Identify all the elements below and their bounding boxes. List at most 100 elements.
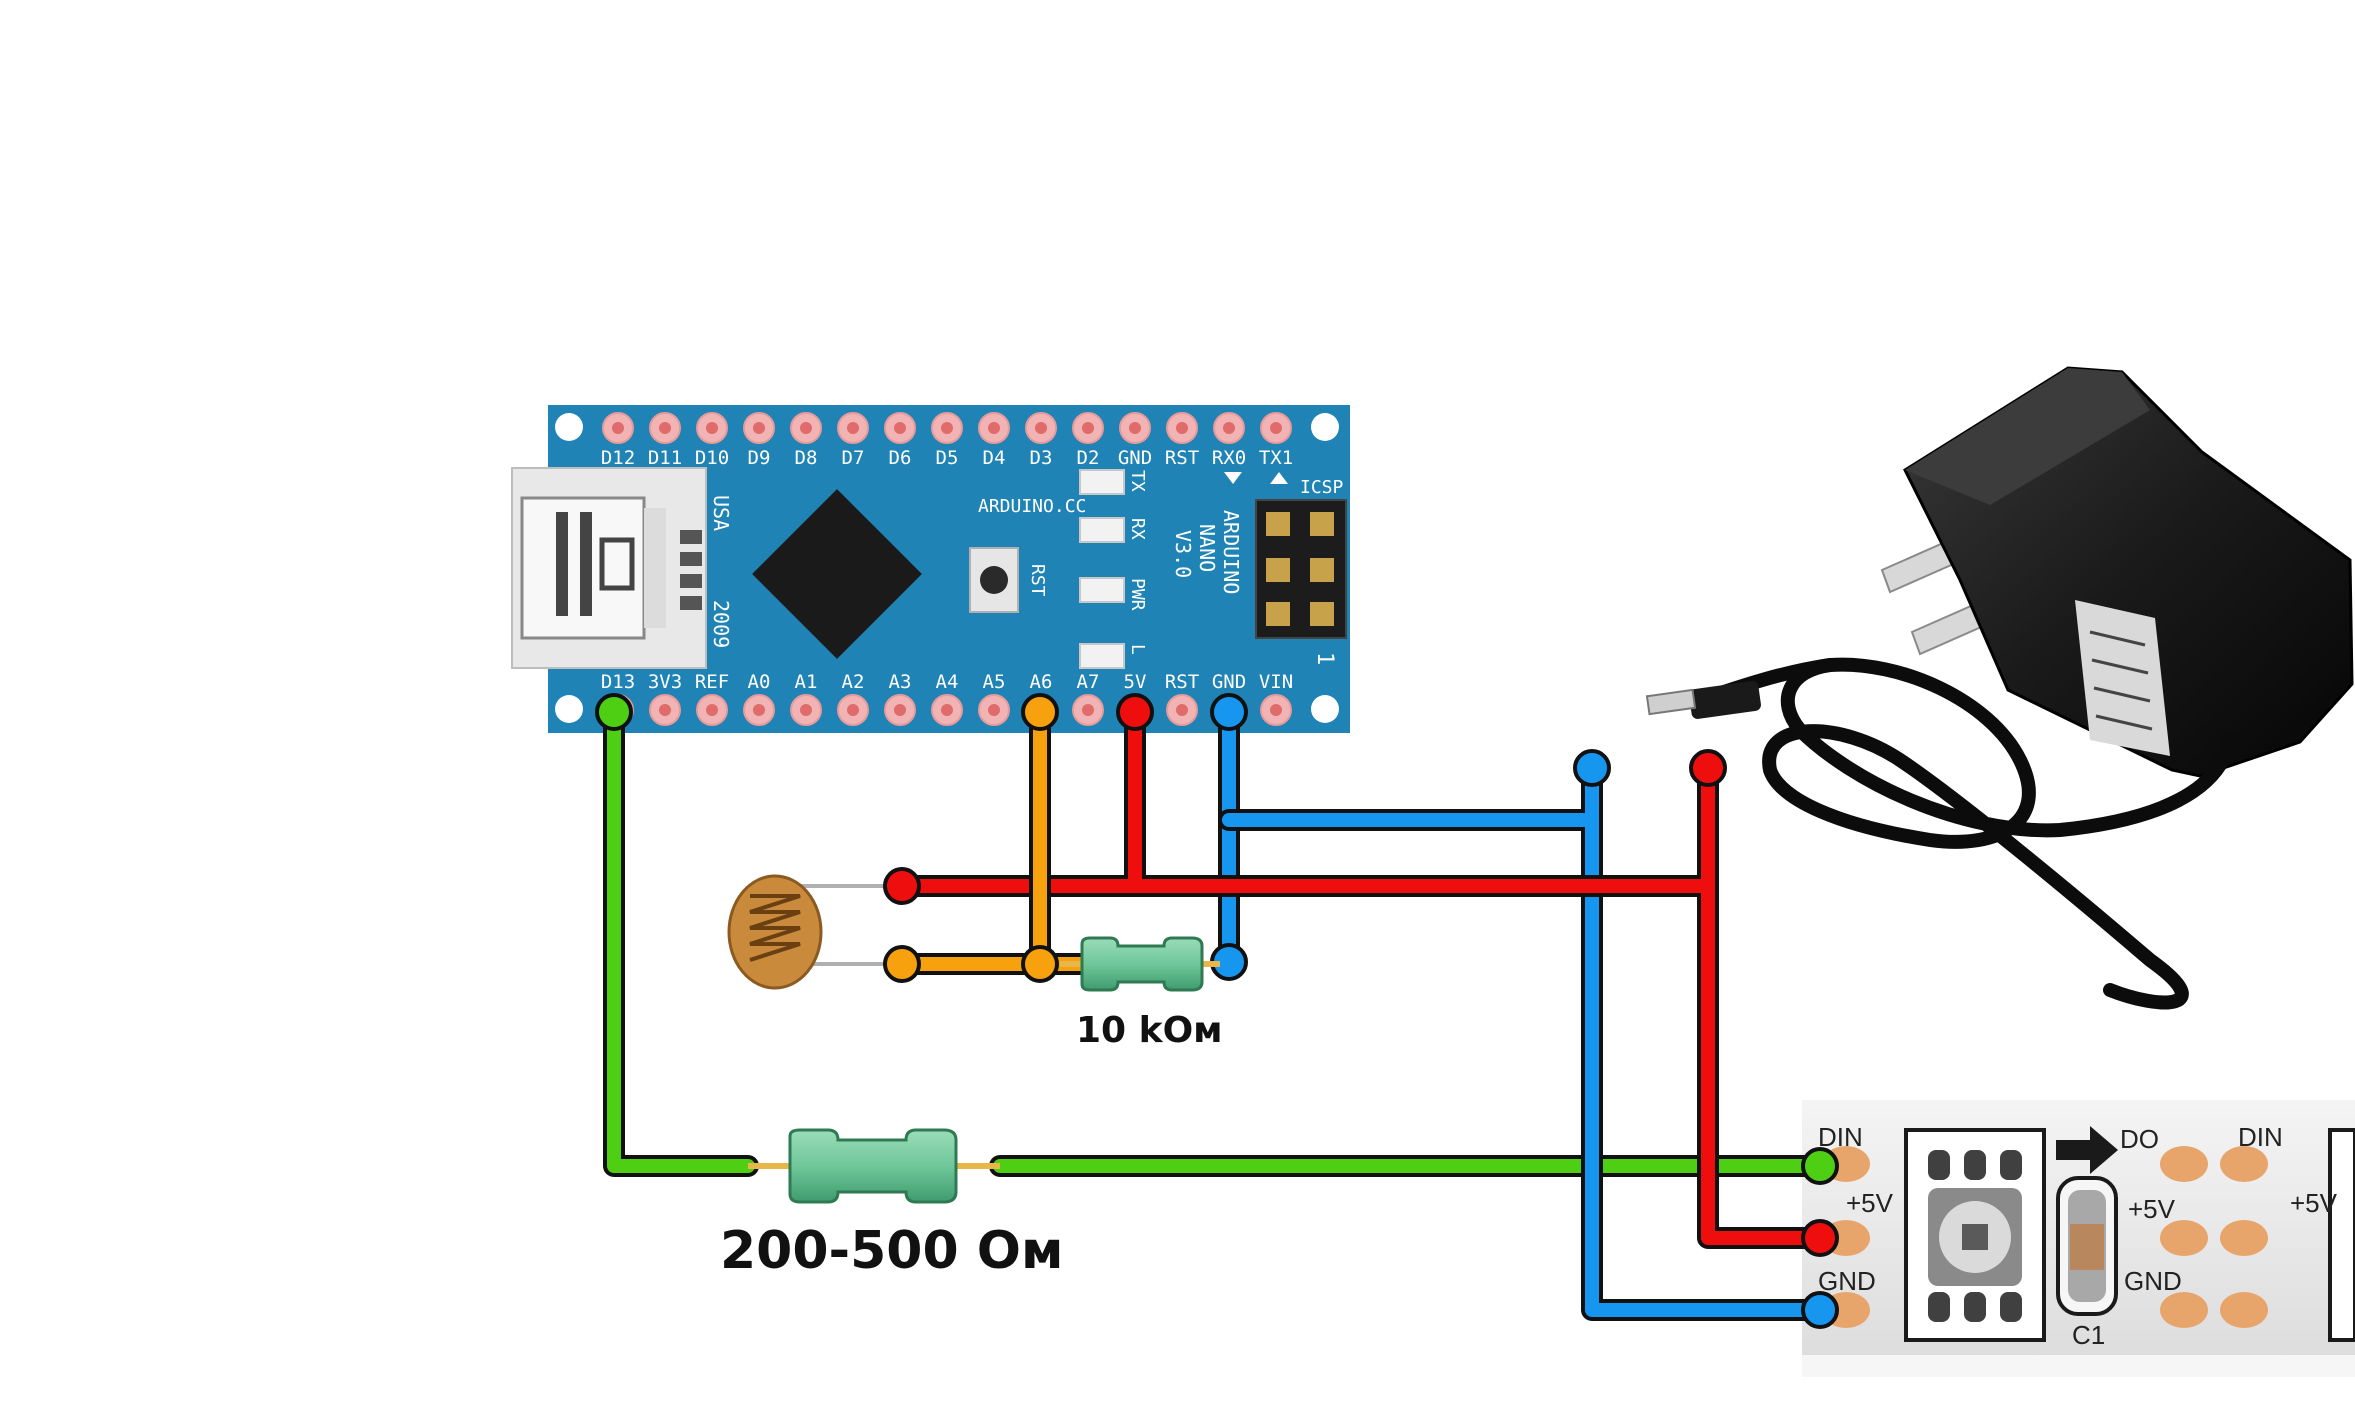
bottom-pin-label: REF: [695, 671, 729, 693]
bottom-pin-hole: [1176, 704, 1188, 716]
tx-arrow-icon: [1270, 472, 1288, 484]
year-label: 2009: [709, 600, 733, 648]
board-name-line-3: V3.0: [1171, 530, 1195, 578]
bottom-pin-label: A1: [795, 671, 818, 693]
board-name-line-2: NANO: [1195, 524, 1219, 572]
resistor-200-500: [748, 1128, 1000, 1204]
strip-din-label-2: DIN: [2238, 1122, 2283, 1152]
status-led: [1079, 517, 1125, 543]
strip-gnd-label-2: GND: [2124, 1266, 2182, 1296]
top-pin-label: D3: [1030, 447, 1053, 469]
status-leds: TX RX PWR L: [1079, 469, 1148, 669]
bottom-pin-label: GND: [1212, 671, 1246, 693]
rx-arrow-icon: [1224, 472, 1242, 484]
strip-din-label: DIN: [1818, 1122, 1863, 1152]
status-led: [1079, 469, 1125, 495]
bottom-pin-hole: [800, 704, 812, 716]
top-pin-label: D6: [889, 447, 912, 469]
power-adapter: [1645, 366, 2354, 1010]
bottom-pin-label: A5: [983, 671, 1006, 693]
top-pin-hole: [941, 422, 953, 434]
rst-label: RST: [1027, 564, 1048, 597]
mounting-hole: [1311, 413, 1339, 441]
bottom-pin-hole: [847, 704, 859, 716]
strip-gnd-label: GND: [1818, 1266, 1876, 1296]
reset-button[interactable]: [969, 547, 1019, 613]
status-led-label: PWR: [1127, 578, 1148, 611]
bottom-pin-label: A7: [1077, 671, 1100, 693]
top-pin-hole: [1270, 422, 1282, 434]
strip-5v-label: +5V: [1846, 1188, 1894, 1218]
bottom-pin-label: D13: [601, 671, 635, 693]
top-pin-hole: [847, 422, 859, 434]
top-pin-label: D4: [983, 447, 1006, 469]
top-pin-hole: [988, 422, 1000, 434]
bottom-pin-hole: [753, 704, 765, 716]
top-pin-hole: [1176, 422, 1188, 434]
microcontroller-chip: [752, 489, 922, 659]
top-pin-hole: [706, 422, 718, 434]
board-name-line-1: ARDUINO: [1219, 510, 1243, 594]
mounting-hole: [1311, 695, 1339, 723]
bottom-pin-label: A3: [889, 671, 912, 693]
top-pin-hole: [1082, 422, 1094, 434]
top-pin-label: D10: [695, 447, 729, 469]
top-pin-label: D8: [795, 447, 818, 469]
resistor-10k-label: 10 kOм: [1076, 1010, 1223, 1051]
wire-green-d13: [607, 705, 755, 1173]
status-led-label: RX: [1127, 518, 1148, 540]
top-pin-label: D11: [648, 447, 682, 469]
top-pin-label: D2: [1077, 447, 1100, 469]
bottom-pin-hole: [1082, 704, 1094, 716]
top-pin-hole: [612, 422, 624, 434]
bottom-pin-label: A2: [842, 671, 865, 693]
bottom-pin-label: VIN: [1259, 671, 1293, 693]
bottom-pin-label: A4: [936, 671, 959, 693]
wire-orange-a6: [895, 705, 1097, 971]
bottom-pin-hole: [1270, 704, 1282, 716]
top-pin-label: D7: [842, 447, 865, 469]
site-label: ARDUINO.CC: [978, 496, 1086, 517]
strip-far-5v-label: +5V: [2290, 1188, 2338, 1218]
adapter-cable: [1762, 657, 2237, 1010]
bottom-pin-hole: [941, 704, 953, 716]
capacitor-label: C1: [2072, 1320, 2105, 1350]
top-pin-label: TX1: [1259, 447, 1293, 469]
top-pin-label: RST: [1165, 447, 1199, 469]
data-direction-arrow-icon: [2056, 1126, 2118, 1174]
bottom-pin-hole: [659, 704, 671, 716]
bottom-pin-hole: [894, 704, 906, 716]
top-pin-hole: [894, 422, 906, 434]
mounting-hole: [555, 413, 583, 441]
resistor-10k: [1060, 936, 1220, 992]
top-pin-label: D5: [936, 447, 959, 469]
top-pin-hole: [1223, 422, 1235, 434]
bottom-pin-label: A6: [1030, 671, 1053, 693]
junction-dots: [595, 693, 1839, 1329]
top-pin-row: D12 D11 D10 D9 D8 D7 D6 D5 D4 D3 D2 GND RST RX0 TX1: [601, 412, 1293, 469]
photoresistor: [727, 874, 900, 990]
top-pin-label: GND: [1118, 447, 1152, 469]
status-led-label: TX: [1127, 470, 1148, 492]
barrel-plug: [1689, 681, 1761, 719]
bottom-pin-hole: [988, 704, 1000, 716]
top-pin-hole: [1035, 422, 1047, 434]
bottom-pin-label: RST: [1165, 671, 1199, 693]
top-pin-hole: [800, 422, 812, 434]
strip-5v-label-2: +5V: [2128, 1194, 2176, 1224]
top-pin-label: D12: [601, 447, 635, 469]
status-led: [1079, 577, 1125, 603]
strip-do-label: DO: [2120, 1124, 2159, 1154]
icsp-label: ICSP: [1300, 477, 1344, 498]
top-pin-hole: [659, 422, 671, 434]
top-pin-label: RX0: [1212, 447, 1246, 469]
status-led-label: L: [1127, 644, 1148, 655]
usb-connector: [511, 467, 707, 669]
top-pin-label: D9: [748, 447, 771, 469]
usa-label: USA: [709, 495, 733, 531]
top-pin-hole: [753, 422, 765, 434]
bottom-pin-label: A0: [748, 671, 771, 693]
bottom-pin-hole: [706, 704, 718, 716]
